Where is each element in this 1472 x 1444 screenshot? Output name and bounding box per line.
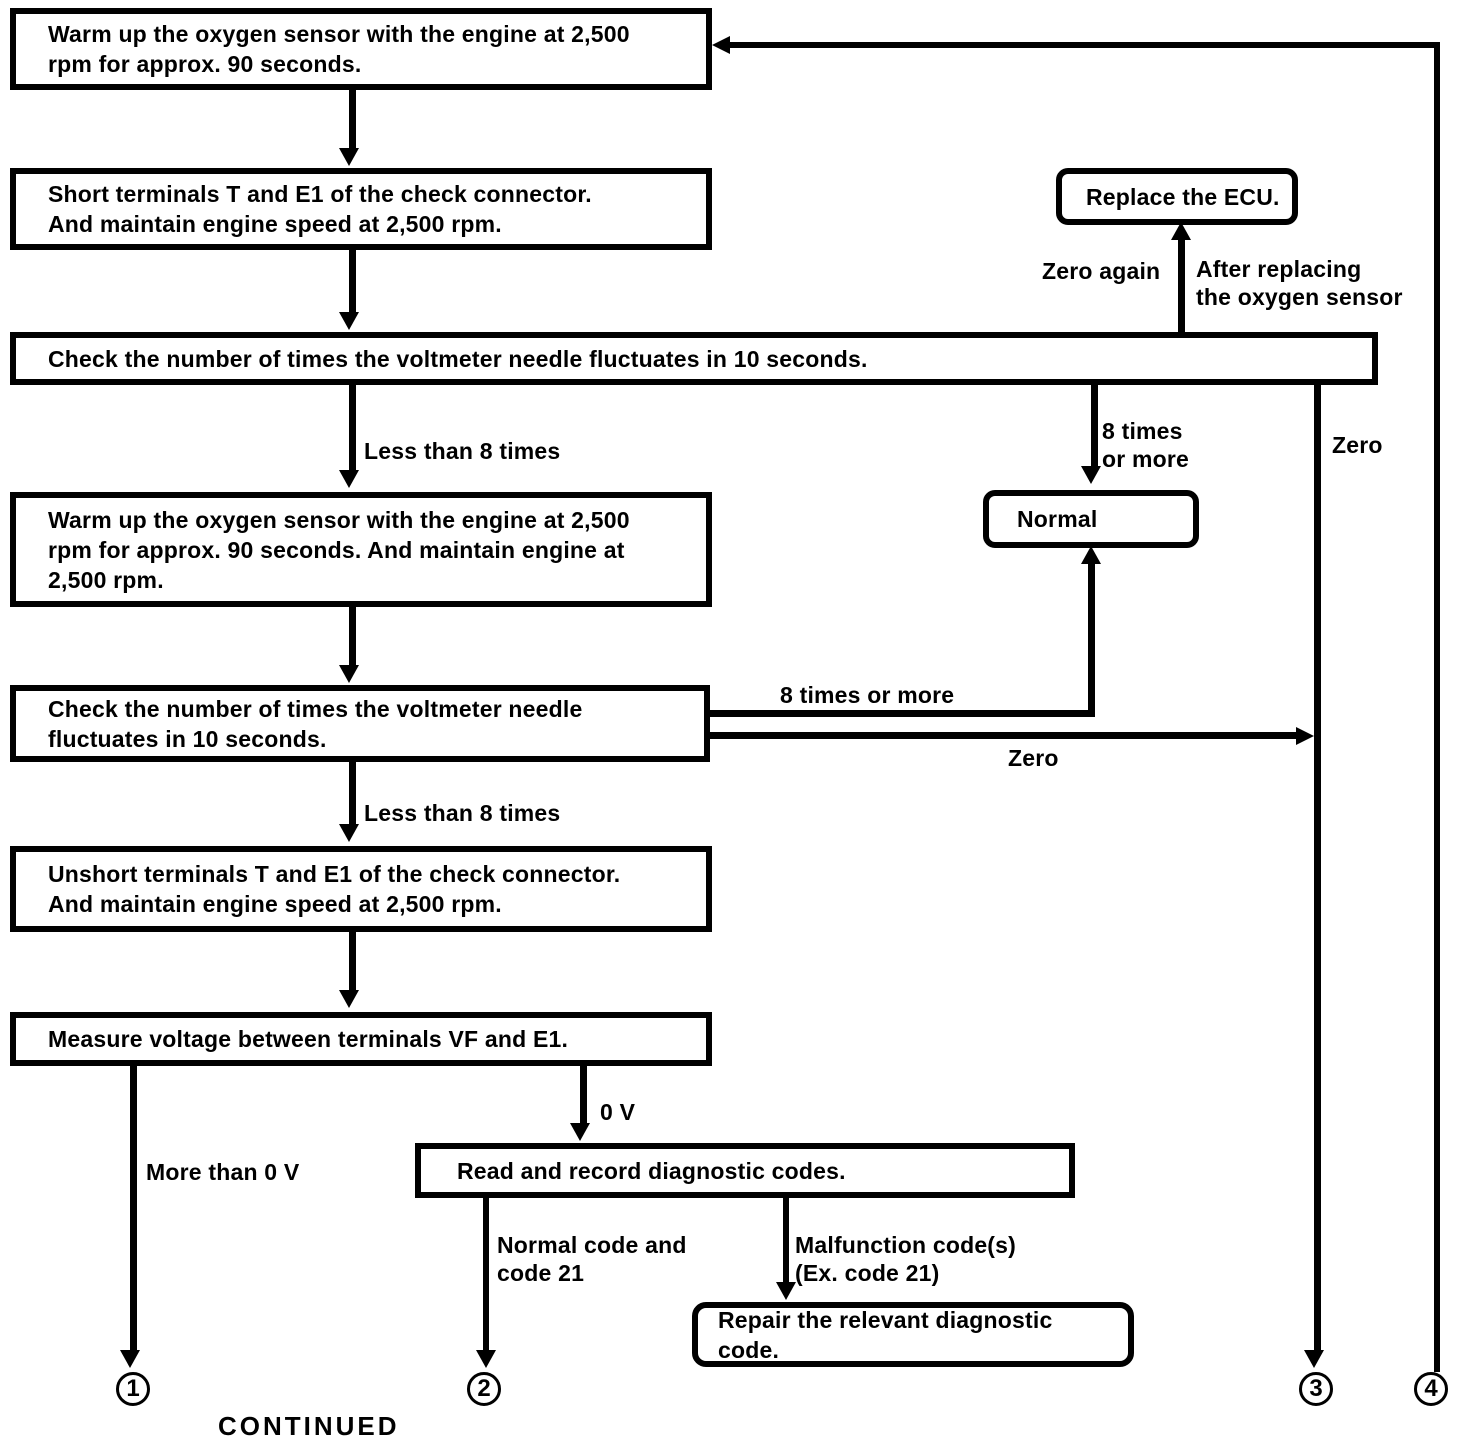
arrowhead-down-icon [1081,466,1101,484]
node-repair-code: Repair the relevant diagnostic code. [692,1302,1134,1367]
flow-line [349,762,356,826]
edge-label-0v: 0 V [600,1099,636,1125]
node-warmup-engine-1: Warm up the oxygen sensor with the engin… [10,8,712,90]
edge-label-zero-second: Zero [1008,745,1059,771]
flow-line [349,385,356,472]
node-warmup-engine-2: Warm up the oxygen sensor with the engin… [10,492,712,607]
node-short-terminals: Short terminals T and E1 of the check co… [10,168,712,250]
edge-label-zero-again: Zero again [1042,258,1161,284]
connector-3: 3 [1299,1372,1333,1406]
flow-line [708,732,1298,739]
continued-label: CONTINUED [218,1411,400,1441]
arrowhead-up-icon [1171,222,1191,240]
arrowhead-up-icon [1081,546,1101,564]
arrowhead-left-icon [712,36,730,54]
flow-line [1088,560,1095,717]
flow-line [130,1065,137,1352]
arrowhead-down-icon [339,470,359,488]
flow-line [349,88,356,150]
arrowhead-down-icon [339,148,359,166]
flow-line [349,607,356,667]
arrowhead-down-icon [776,1282,796,1300]
connector-2: 2 [467,1372,501,1406]
arrowhead-down-icon [1304,1350,1324,1368]
edge-label-8-times-or-more-vertical: 8 times or more [1102,418,1190,472]
flow-line [1178,238,1185,332]
node-normal: Normal [983,490,1199,548]
arrowhead-down-icon [120,1350,140,1368]
node-unshort-terminals: Unshort terminals T and E1 of the check … [10,846,712,932]
flow-line [349,932,356,992]
node-read-codes: Read and record diagnostic codes. [415,1143,1075,1198]
edge-label-zero-first: Zero [1332,432,1383,458]
edge-label-normal-code: Normal code and code 21 [497,1232,687,1286]
flow-line [1314,385,1321,1352]
arrowhead-down-icon [339,990,359,1008]
node-measure-voltage: Measure voltage between terminals VF and… [10,1012,712,1066]
flow-line [580,1065,587,1125]
feedback-line [1434,42,1440,1372]
edge-label-less-than-8-second: Less than 8 times [364,800,561,826]
edge-label-more-than-0v: More than 0 V [146,1159,300,1185]
edge-label-8-times-or-more-horizontal: 8 times or more [780,682,955,708]
edge-label-less-than-8-first: Less than 8 times [364,438,561,464]
arrowhead-down-icon [570,1123,590,1141]
arrowhead-down-icon [339,312,359,330]
node-check-fluctuation-1: Check the number of times the voltmeter … [10,332,1378,385]
flow-line [1091,385,1098,468]
arrowhead-right-icon [1296,727,1314,745]
arrowhead-down-icon [339,824,359,842]
node-check-fluctuation-2: Check the number of times the voltmeter … [10,685,710,762]
flow-line [708,710,1095,717]
node-replace-ecu: Replace the ECU. [1056,168,1298,225]
flow-line [483,1198,489,1352]
flow-line [349,248,356,314]
connector-4: 4 [1414,1372,1448,1406]
arrowhead-down-icon [476,1350,496,1368]
feedback-line [728,42,1440,48]
connector-1: 1 [116,1372,150,1406]
arrowhead-down-icon [339,665,359,683]
flow-line [783,1198,789,1284]
edge-label-after-replacing: After replacing the oxygen sensor [1196,256,1403,310]
edge-label-malfunction-code: Malfunction code(s) (Ex. code 21) [795,1232,1017,1286]
